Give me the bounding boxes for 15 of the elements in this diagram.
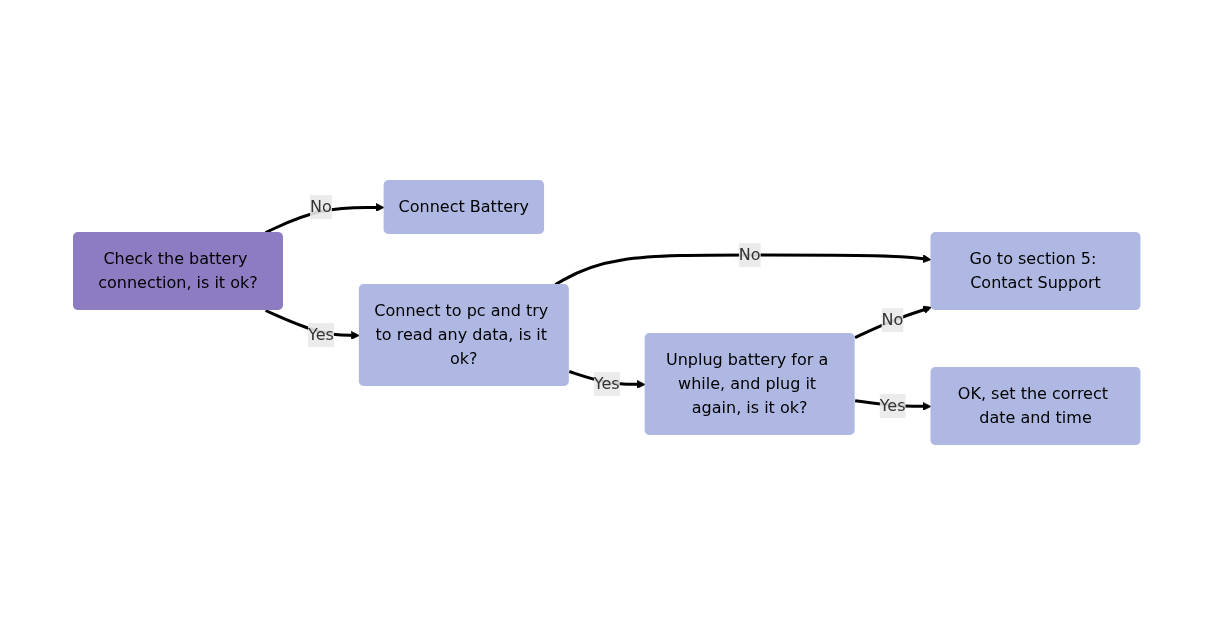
edge-label: No [881,310,904,330]
edge-label: Yes [308,325,335,344]
node-box: OK, set the correct date and time [930,367,1141,445]
edge-label: Yes [594,374,620,393]
node-box: Connect to pc and try to read any data, is it ok? [359,284,570,386]
arrow [554,253,932,286]
edge-label: No [310,197,333,216]
node-box: Go to section 5: Contact Support [930,232,1141,310]
edge-label: Yes [879,396,906,415]
arrow [265,203,385,234]
node-box: Connect Battery [383,180,545,234]
node-box: Check the battery connection, is it ok? [73,232,284,310]
edge-label: No [739,245,761,264]
node-box: Unplug battery for a while, and plug it again, is it ok? [644,333,855,435]
arrow [854,305,932,339]
